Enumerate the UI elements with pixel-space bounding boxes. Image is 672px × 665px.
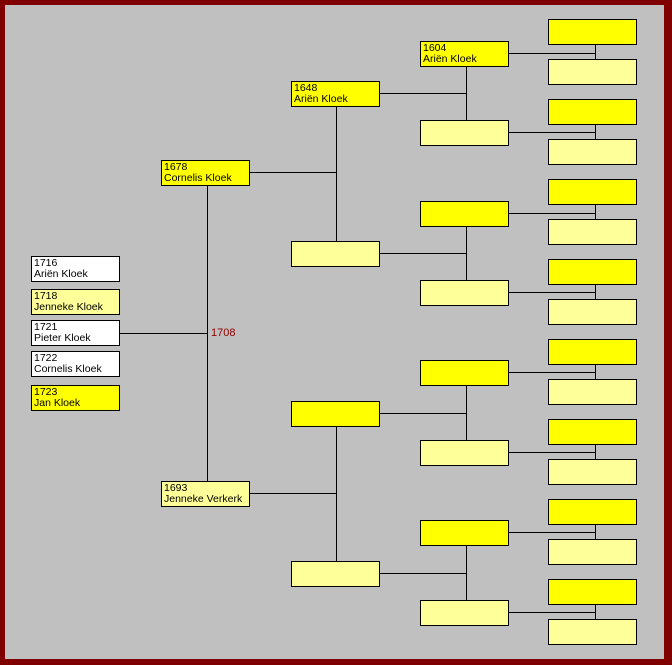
gg-grandparent-box[interactable] [548,259,637,285]
person-year: 1678 [164,161,188,173]
connector-line [508,53,595,54]
person-year: 1723 [34,386,58,398]
connector-line [466,385,467,440]
connector-line [508,213,595,214]
connector-line [595,284,596,299]
gg-grandparent-box[interactable] [548,579,637,605]
person-year: 1718 [34,290,58,302]
connector-line [508,292,595,293]
connector-line [249,172,336,173]
connector-line [508,532,595,533]
connector-line [466,545,467,600]
marriage-year: 1708 [211,327,236,339]
person-name: Ariën Kloek [294,93,348,105]
person-year: 1693 [164,482,188,494]
connector-line [336,106,337,241]
connector-line [595,444,596,459]
connector-line [466,66,467,120]
great-grandparent-box[interactable] [420,520,509,546]
person-name: Jenneke Kloek [34,301,103,313]
gg-grandparent-box[interactable] [548,139,637,165]
gg-grandparent-box[interactable] [548,299,637,325]
person-year: 1648 [294,82,318,94]
connector-line [595,524,596,539]
connector-line [508,612,595,613]
connector-line [508,372,595,373]
connector-line [595,124,596,139]
great-grandparent-box[interactable] [420,280,509,306]
person-name: Ariën Kloek [423,53,477,65]
connector-line [379,253,466,254]
person-name: Pieter Kloek [34,332,91,344]
great-grandparent-box[interactable] [420,120,509,146]
person-year: 1721 [34,321,58,333]
grandparent-box[interactable] [291,241,380,267]
gg-grandparent-box[interactable] [548,179,637,205]
connector-line [595,204,596,219]
gg-grandparent-box[interactable] [548,219,637,245]
connector-line [379,413,466,414]
gg-grandparent-box[interactable] [548,339,637,365]
person-name: Jenneke Verkerk [164,493,243,505]
great-grandparent-box[interactable] [420,360,509,386]
connector-line [508,132,595,133]
gg-grandparent-box[interactable] [548,499,637,525]
connector-line [379,573,466,574]
connector-line [336,426,337,561]
person-year: 1722 [34,352,58,364]
great-grandparent-box[interactable] [420,440,509,466]
gg-grandparent-box[interactable] [548,19,637,45]
connector-line [207,185,208,481]
connector-line [595,44,596,59]
connector-line [508,452,595,453]
grandparent-box[interactable] [291,401,380,427]
gg-grandparent-box[interactable] [548,459,637,485]
person-name: Ariën Kloek [34,268,88,280]
grandparent-box[interactable] [291,561,380,587]
connector-line [119,333,207,334]
person-name: Cornelis Kloek [164,172,232,184]
person-name: Cornelis Kloek [34,363,102,375]
gg-grandparent-box[interactable] [548,419,637,445]
connector-line [466,226,467,280]
connector-line [595,604,596,619]
connector-line [595,364,596,379]
great-grandparent-box[interactable] [420,201,509,227]
gg-grandparent-box[interactable] [548,59,637,85]
gg-grandparent-box[interactable] [548,619,637,645]
person-name: Jan Kloek [34,397,81,409]
gg-grandparent-box[interactable] [548,539,637,565]
connector-line [379,93,466,94]
connector-line [249,493,336,494]
gg-grandparent-box[interactable] [548,99,637,125]
person-year: 1716 [34,257,58,269]
great-grandparent-box[interactable] [420,600,509,626]
gg-grandparent-box[interactable] [548,379,637,405]
person-year: 1604 [423,42,447,54]
